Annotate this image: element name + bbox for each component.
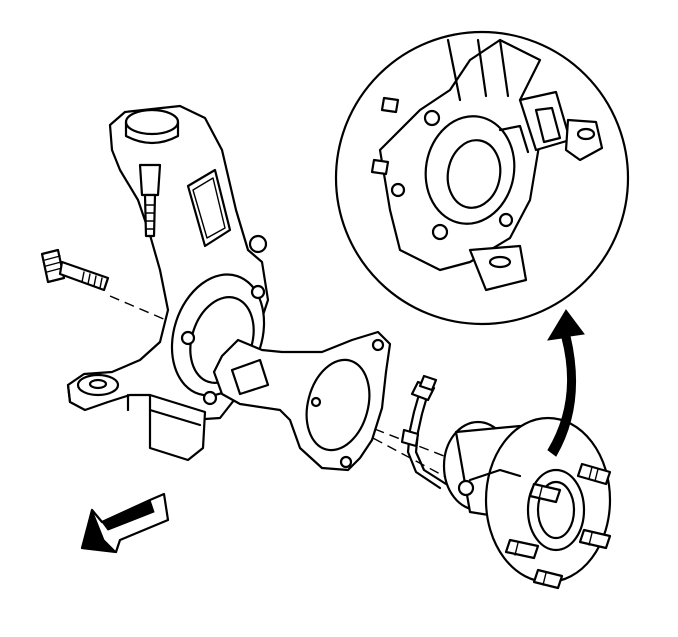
detail-callout-arrow	[547, 309, 585, 457]
vehicle-front-direction-arrow	[80, 492, 170, 554]
detail-magnifier-view	[334, 30, 630, 326]
wheel-speed-sensor-connector	[400, 374, 448, 490]
hub-and-bearing-assembly	[442, 416, 612, 590]
splash-shield-gasket	[212, 330, 392, 472]
knuckle-bolt	[40, 248, 110, 292]
